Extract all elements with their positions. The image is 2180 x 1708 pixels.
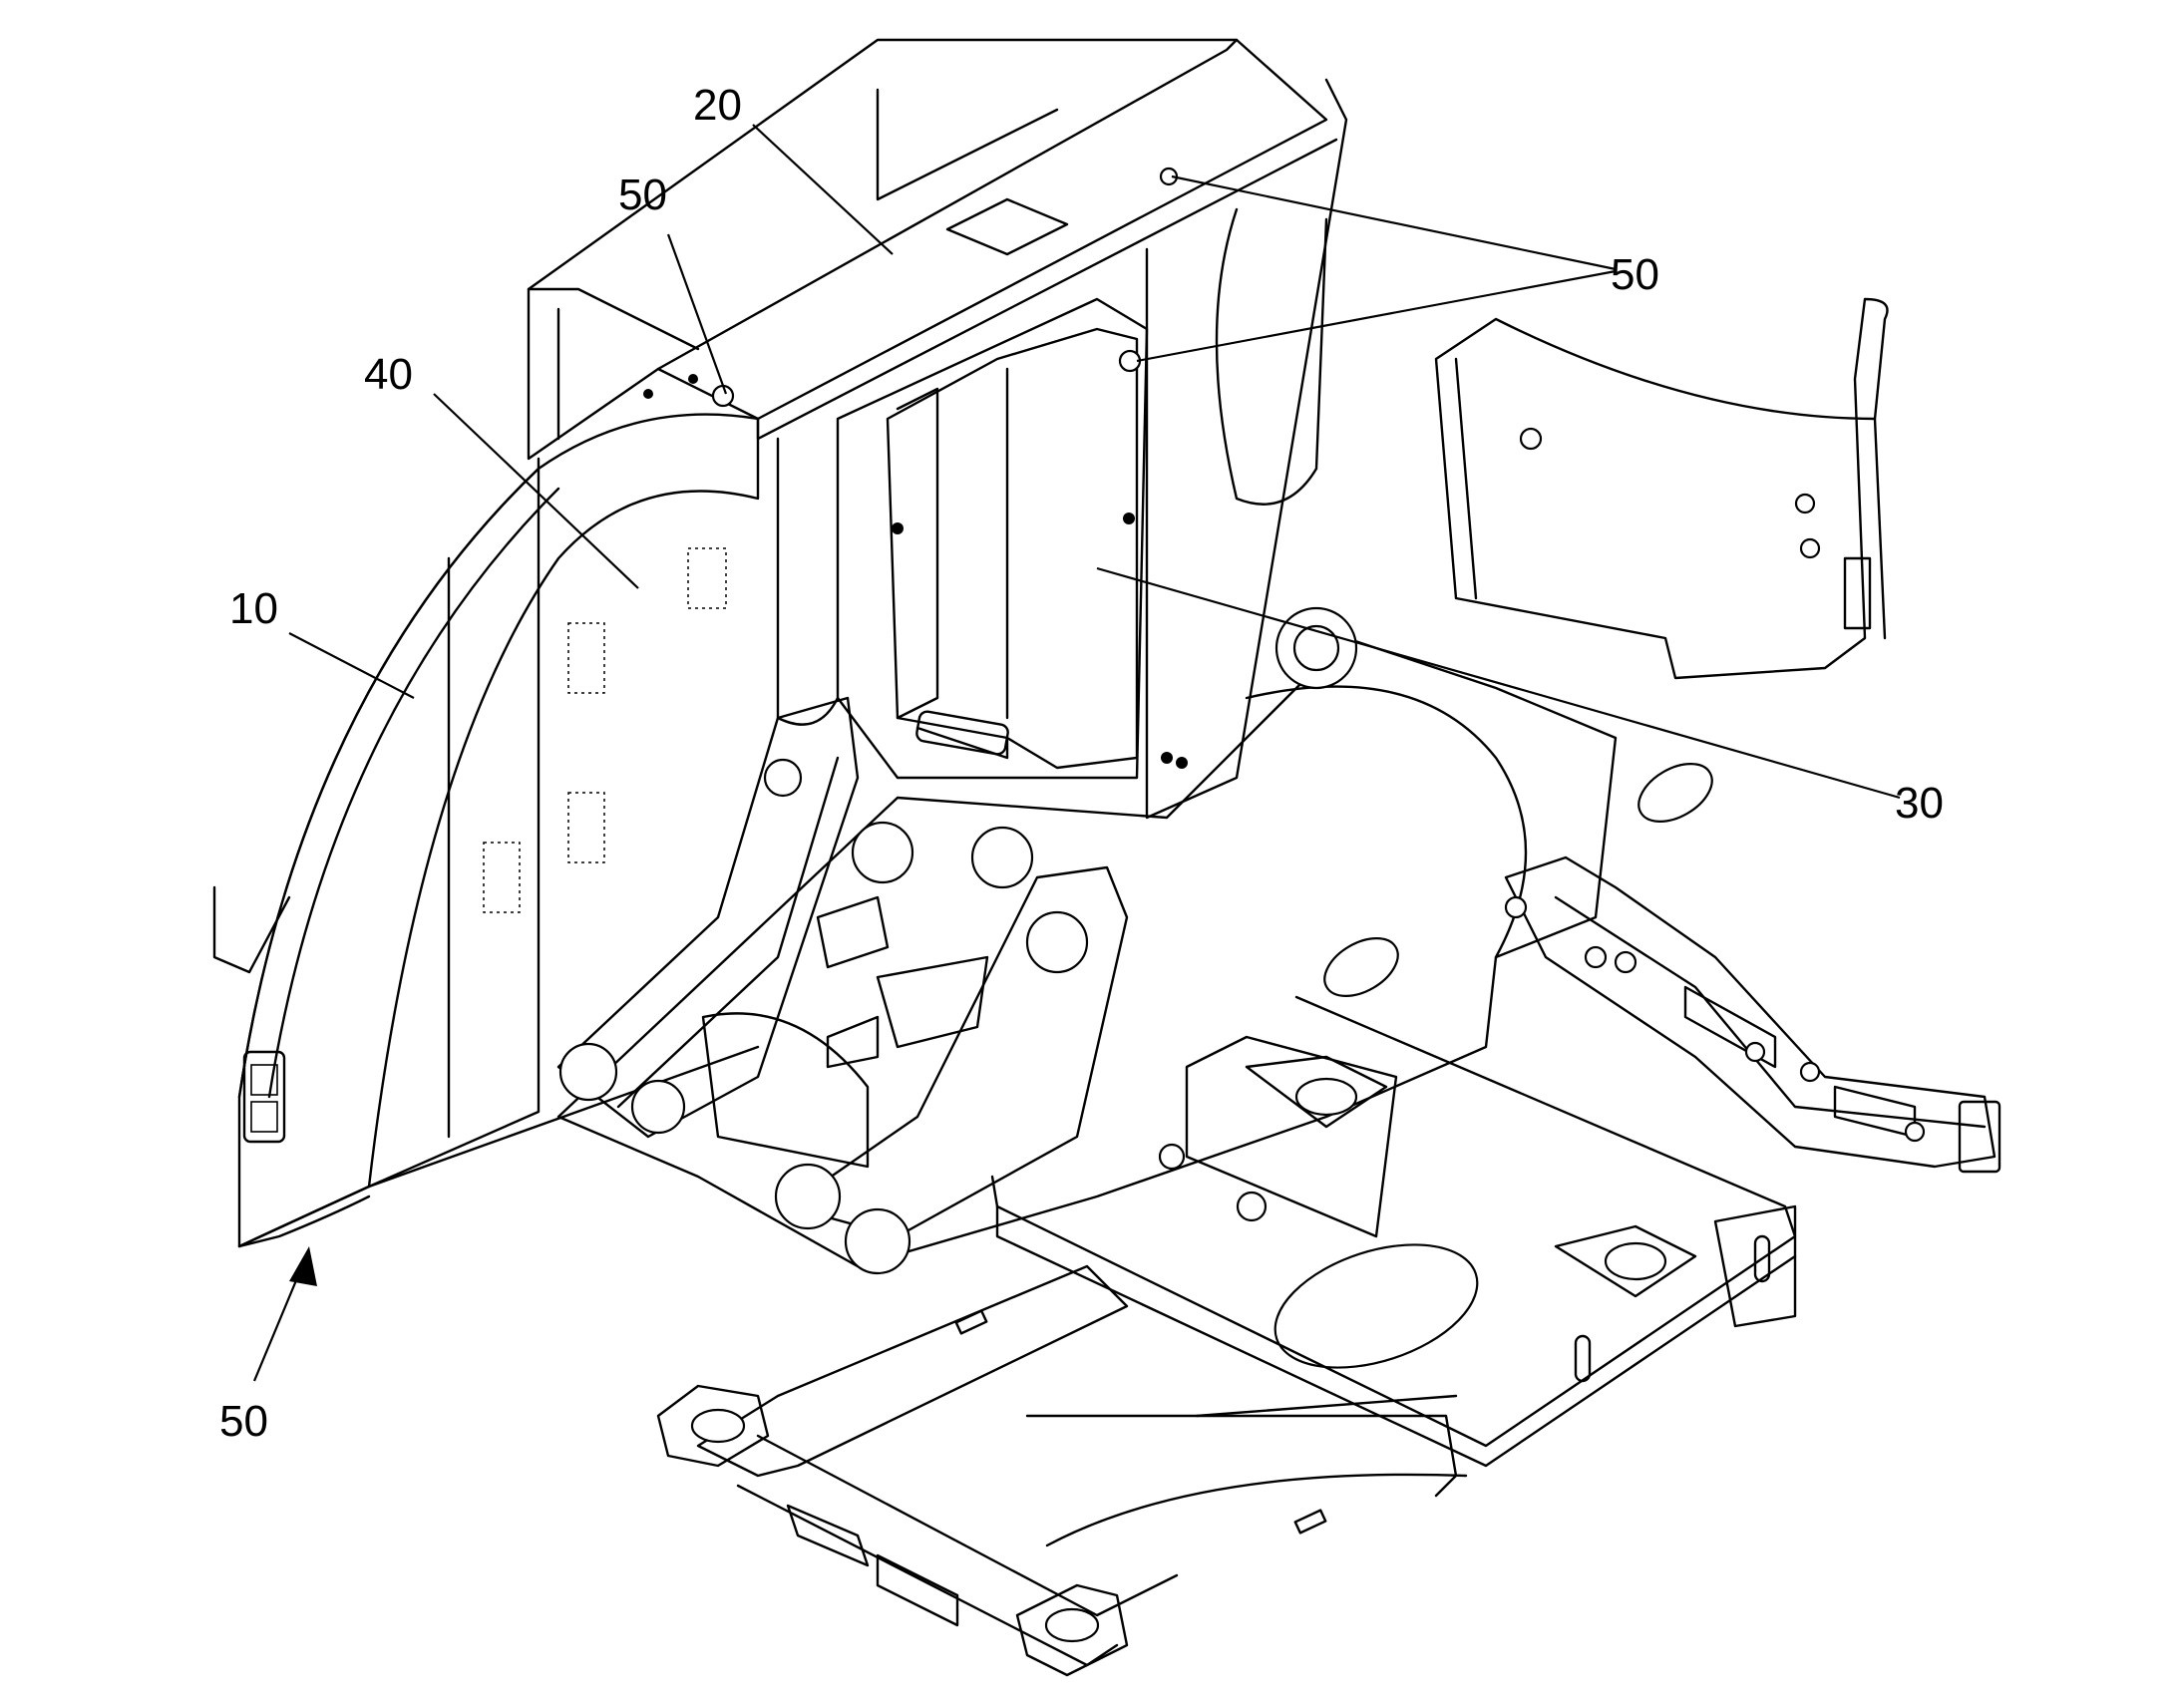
side-panel xyxy=(776,78,1348,820)
outrigger-arm xyxy=(1504,855,2001,1174)
label-50-arrow: 50 xyxy=(219,1397,268,1446)
label-30: 30 xyxy=(1895,779,1944,828)
boom-mount xyxy=(556,696,1129,1275)
label-40: 40 xyxy=(364,350,413,399)
label-50-right: 50 xyxy=(1611,250,1659,299)
upper-beam xyxy=(527,38,1338,461)
vent-grille xyxy=(483,547,727,913)
reference-labels: 10 40 20 50 50 30 50 xyxy=(219,81,1944,1446)
rear-frame-cover xyxy=(212,413,760,1248)
leader-lines xyxy=(252,124,1901,1382)
label-20: 20 xyxy=(693,81,742,130)
mount-bolts xyxy=(711,167,1179,408)
label-10: 10 xyxy=(229,584,278,633)
right-bracket xyxy=(1434,297,1889,680)
undercarriage xyxy=(656,995,1797,1677)
label-50-top: 50 xyxy=(618,171,667,219)
lower-frame xyxy=(556,606,1713,1369)
